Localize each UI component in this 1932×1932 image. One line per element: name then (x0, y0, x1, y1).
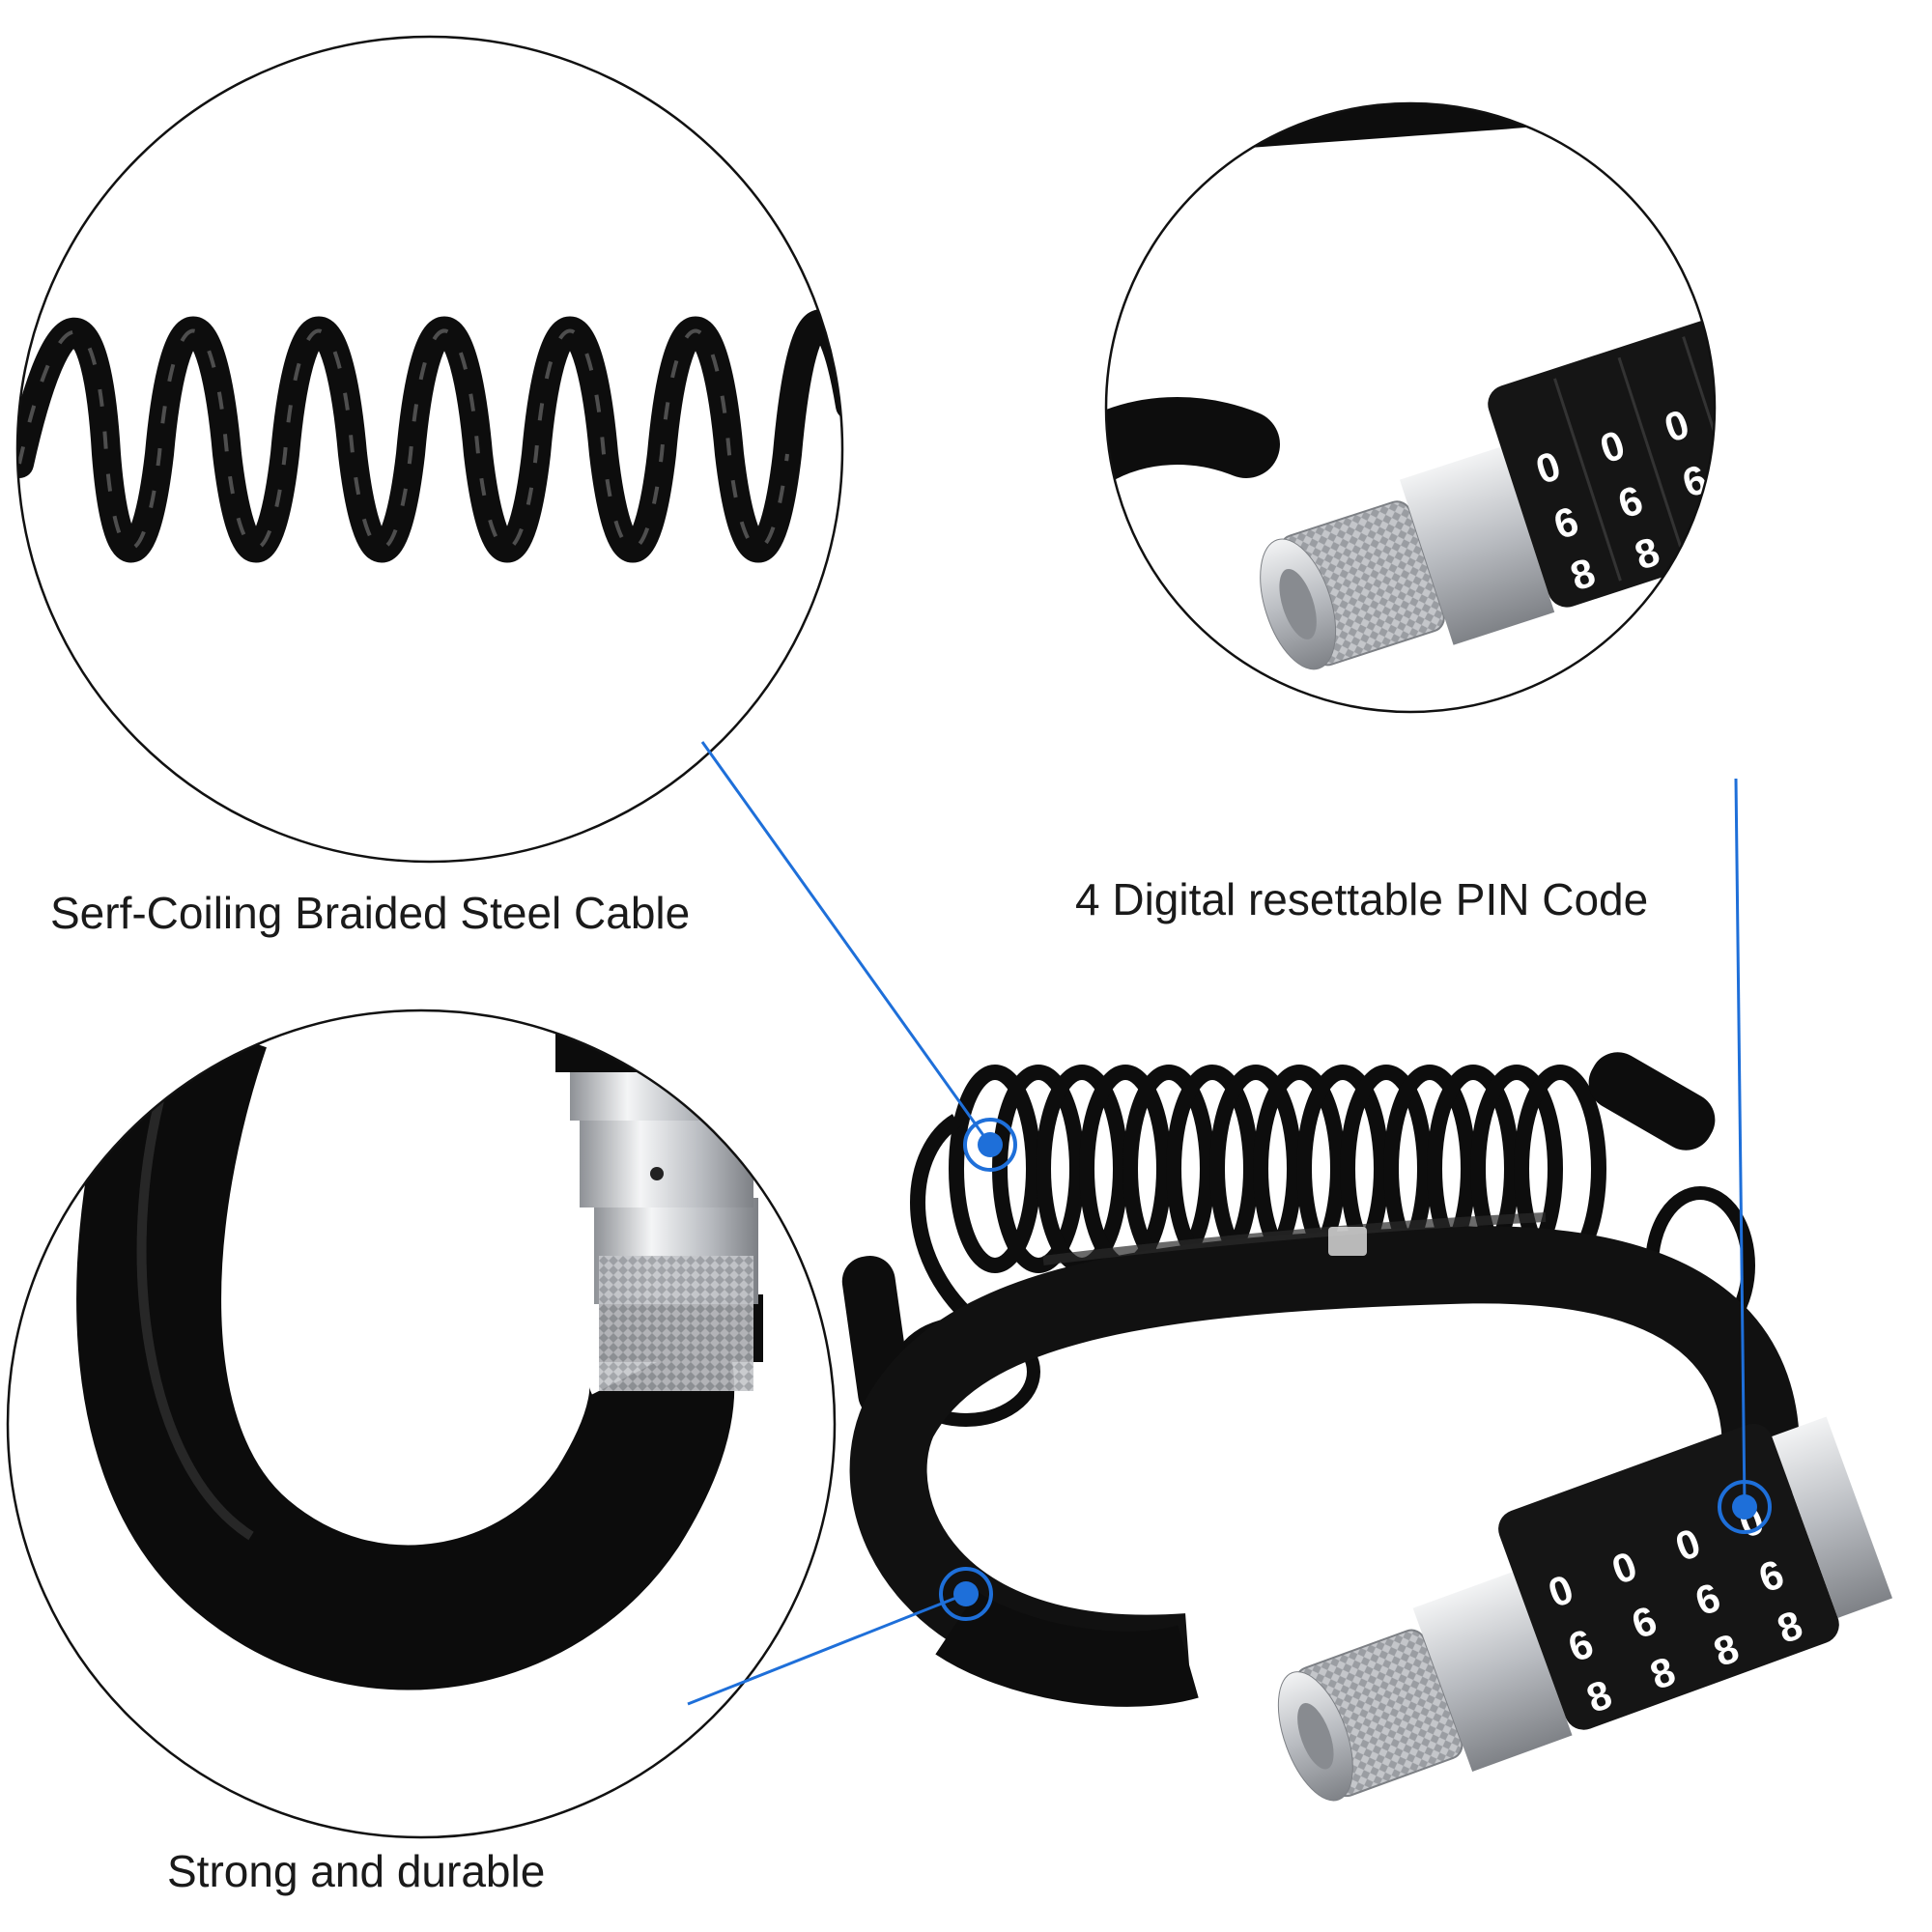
coiled-cable (949, 1065, 1606, 1273)
callout-cable (700, 741, 1017, 1172)
dial-4-top: 0 (1723, 380, 1759, 430)
callout-pin (1718, 778, 1772, 1534)
coil-closeup (17, 37, 842, 862)
shackle-circle-frame (6, 1009, 837, 1839)
dial-4-mid: 6 (1741, 435, 1776, 485)
dial-3-bot: 8 (1693, 507, 1729, 557)
main-product: 0 0 0 0 6 6 6 6 8 8 8 8 (841, 1052, 1892, 1802)
callout-strong (687, 1567, 993, 1706)
durability-feature-label: Strong and durable (167, 1846, 546, 1896)
lock-closeup: 0 0 0 0 6 6 6 6 8 8 8 8 (1106, 103, 1794, 712)
lock-circle-frame (1104, 101, 1717, 714)
cable-feature-label: Serf-Coiling Braided Steel Cable (50, 888, 691, 938)
dial-4-bot: 8 (1758, 486, 1794, 536)
pin-feature-label: 4 Digital resettable PIN Code (1075, 874, 1649, 924)
coil-circle-frame (15, 35, 844, 864)
